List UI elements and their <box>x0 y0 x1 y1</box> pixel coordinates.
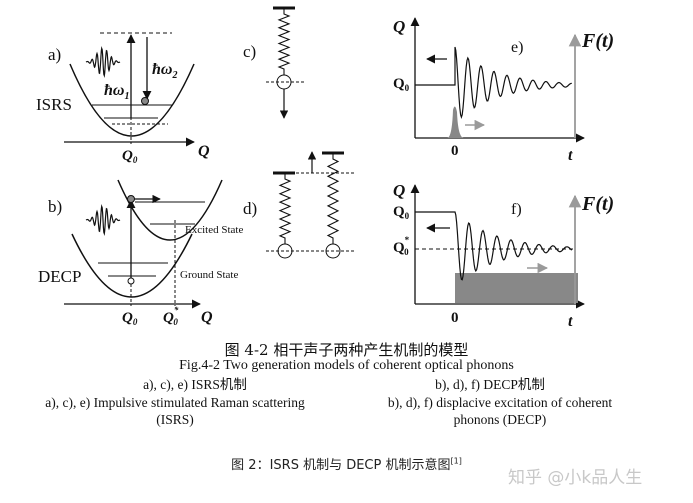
panel-e: Q F(t) Q0 e) 0 t <box>393 17 614 164</box>
caption-left-1: a), c), e) ISRS机制 <box>143 377 247 392</box>
excited-point-a <box>141 97 149 105</box>
panel-a-tag: a) <box>48 45 61 64</box>
ground-state-label: Ground State <box>180 269 238 281</box>
svg-text:Q0: Q0 <box>122 148 138 165</box>
spring-c <box>277 8 291 75</box>
reference-mark: [1] <box>450 456 462 466</box>
svg-text:Q: Q <box>393 181 405 200</box>
ground-parabola-b <box>71 233 193 298</box>
panel-d-tag: d) <box>243 199 257 218</box>
svg-text:0: 0 <box>451 143 459 159</box>
panel-a: a) ħω1 ħω2 ISRS Q0 Q <box>36 32 210 165</box>
svg-text:ħω1: ħω1 <box>104 82 129 102</box>
svg-text:Q0: Q0 <box>393 76 410 93</box>
panel-f: Q F(t) Q0 Q*0 f) 0 t <box>393 181 614 330</box>
svg-text:Q: Q <box>393 17 405 36</box>
isrs-label: ISRS <box>36 95 72 114</box>
phonon-generation-diagram: a) ħω1 ħω2 ISRS Q0 Q b) Excited State <box>36 6 614 330</box>
mass-d-left <box>277 243 293 259</box>
caption-right-2: b), d), f) displacive excitation of cohe… <box>387 395 613 410</box>
spring-d-right <box>326 153 340 244</box>
svg-text:t: t <box>568 313 573 330</box>
excited-state-label: Excited State <box>185 224 243 236</box>
hw2-label: ħω <box>152 61 172 78</box>
e-f-label: F(t) <box>581 30 614 52</box>
caption-cn: 图 4-2 相干声子两种产生机制的模型 <box>224 341 469 359</box>
hw1-label: ħω <box>104 82 124 99</box>
caption-en: Fig.4-2 Two generation models of coheren… <box>179 358 514 373</box>
svg-text:t: t <box>568 147 573 164</box>
watermark: 知乎 @小k品人生 <box>508 468 643 488</box>
svg-text:Q0: Q0 <box>393 204 410 221</box>
ground-parabola-a <box>69 63 195 137</box>
caption-right-3: phonons (DECP) <box>453 412 547 427</box>
svg-text:Q*0: Q*0 <box>393 235 410 257</box>
svg-text:Q0: Q0 <box>122 310 138 327</box>
svg-text:Q*0: Q*0 <box>163 305 179 327</box>
panel-c: c) <box>243 6 304 119</box>
panel-b-tag: b) <box>48 197 62 216</box>
figure-caption: 图 2：ISRS 机制与 DECP 机制示意图[1] <box>231 456 462 473</box>
caption-left-3: (ISRS) <box>156 412 194 427</box>
spring-d-left <box>278 173 292 244</box>
e-pulse-force <box>447 106 464 138</box>
svg-text:Q: Q <box>201 309 213 326</box>
panel-b: b) Excited State Ground State DECP Q0 Q*… <box>38 179 243 327</box>
svg-text:Q: Q <box>198 143 210 160</box>
panel-f-tag: f) <box>511 201 522 218</box>
svg-text:ħω2: ħω2 <box>152 61 177 81</box>
svg-text:0: 0 <box>451 310 459 326</box>
e-oscillation <box>415 46 572 119</box>
f-step-force <box>455 273 578 303</box>
panel-d: d) <box>243 151 356 259</box>
pulse-a <box>85 46 121 78</box>
f-oscillation <box>415 211 573 281</box>
f-f-label: F(t) <box>581 193 614 215</box>
caption-left-2: a), c), e) Impulsive stimulated Raman sc… <box>45 395 305 410</box>
decp-label: DECP <box>38 267 81 286</box>
pulse-b <box>85 204 121 236</box>
panel-e-tag: e) <box>511 39 523 56</box>
caption-right-1: b), d), f) DECP机制 <box>435 377 545 392</box>
panel-c-tag: c) <box>243 42 256 61</box>
